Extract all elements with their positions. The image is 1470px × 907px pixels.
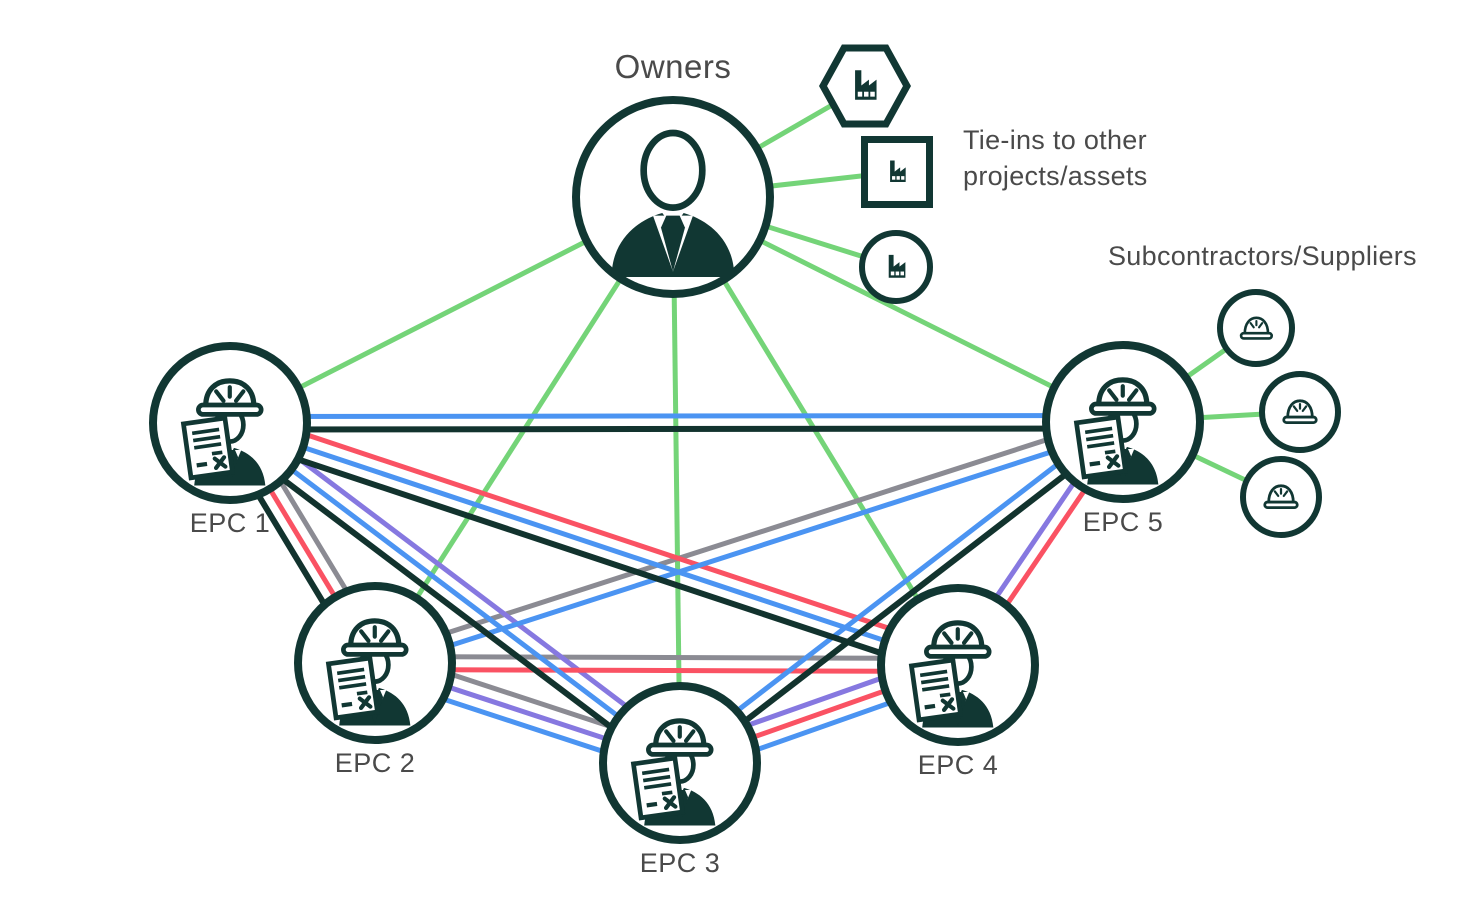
- owner-person-icon: [611, 129, 735, 277]
- interface-edge-epc1-epc3: [228, 421, 682, 765]
- owners-label: Owners: [614, 48, 732, 85]
- contractor-icon: [181, 378, 266, 486]
- interface-edge-epc1-epc4: [224, 432, 955, 681]
- epc2-label: EPC 2: [334, 748, 416, 778]
- factory-icon: [855, 69, 877, 100]
- epc5-label: EPC 5: [1082, 507, 1164, 537]
- interface-edge-epc3-epc5: [682, 424, 1129, 771]
- interface-edge-epc2-epc5: [376, 425, 1126, 672]
- interface-edge-epc1-epc4: [229, 420, 959, 668]
- node-epc-2: EPC 2: [294, 582, 456, 778]
- node-epc-4: EPC 4: [877, 584, 1039, 780]
- epc4-label: EPC 4: [917, 750, 999, 780]
- tie-in-asset-square: [861, 136, 933, 208]
- epc3-label: EPC 3: [639, 848, 721, 878]
- tie-in-asset-hexagon: [819, 43, 911, 129]
- node-epc-5: EPC 5: [1042, 341, 1204, 537]
- node-epc-1: EPC 1: [149, 342, 311, 538]
- subcontractor-node-3: [1240, 456, 1322, 538]
- hard-hat-icon: [1282, 399, 1318, 425]
- interface-edge-epc3-epc5: [674, 414, 1121, 760]
- tie-ins-label: Tie-ins to other projects/assets: [963, 125, 1148, 191]
- factory-icon: [889, 160, 906, 182]
- interface-edge-epc1-epc4: [233, 408, 963, 656]
- node-epc-3: EPC 3: [599, 682, 761, 878]
- owner-node: Owners: [572, 48, 774, 298]
- interface-edge-epc1-epc5: [230, 425, 1124, 433]
- tie-in-asset-circle: [859, 230, 933, 304]
- hard-hat-icon: [1239, 316, 1273, 340]
- interface-edge-epc1-epc3: [236, 410, 690, 755]
- subcontractors-label: Subcontractors/Suppliers: [1108, 241, 1417, 271]
- interface-edge-epc2-epc4: [374, 666, 958, 674]
- subcontractor-node-1: [1217, 289, 1295, 367]
- interface-edge-epc2-epc5: [372, 413, 1122, 660]
- contractor-icon: [631, 718, 716, 826]
- hard-hat-icon: [1263, 484, 1299, 510]
- factory-icon: [888, 254, 906, 278]
- contractor-icon: [1074, 377, 1159, 485]
- contractor-icon: [326, 618, 411, 726]
- subcontractor-node-2: [1259, 371, 1341, 453]
- interface-edge-epc1-epc3: [220, 430, 674, 776]
- contractor-icon: [909, 620, 994, 728]
- interface-edge-epc2-epc4: [375, 654, 959, 662]
- epc1-label: EPC 1: [189, 508, 271, 538]
- interface-edge-epc1-epc5: [229, 413, 1123, 419]
